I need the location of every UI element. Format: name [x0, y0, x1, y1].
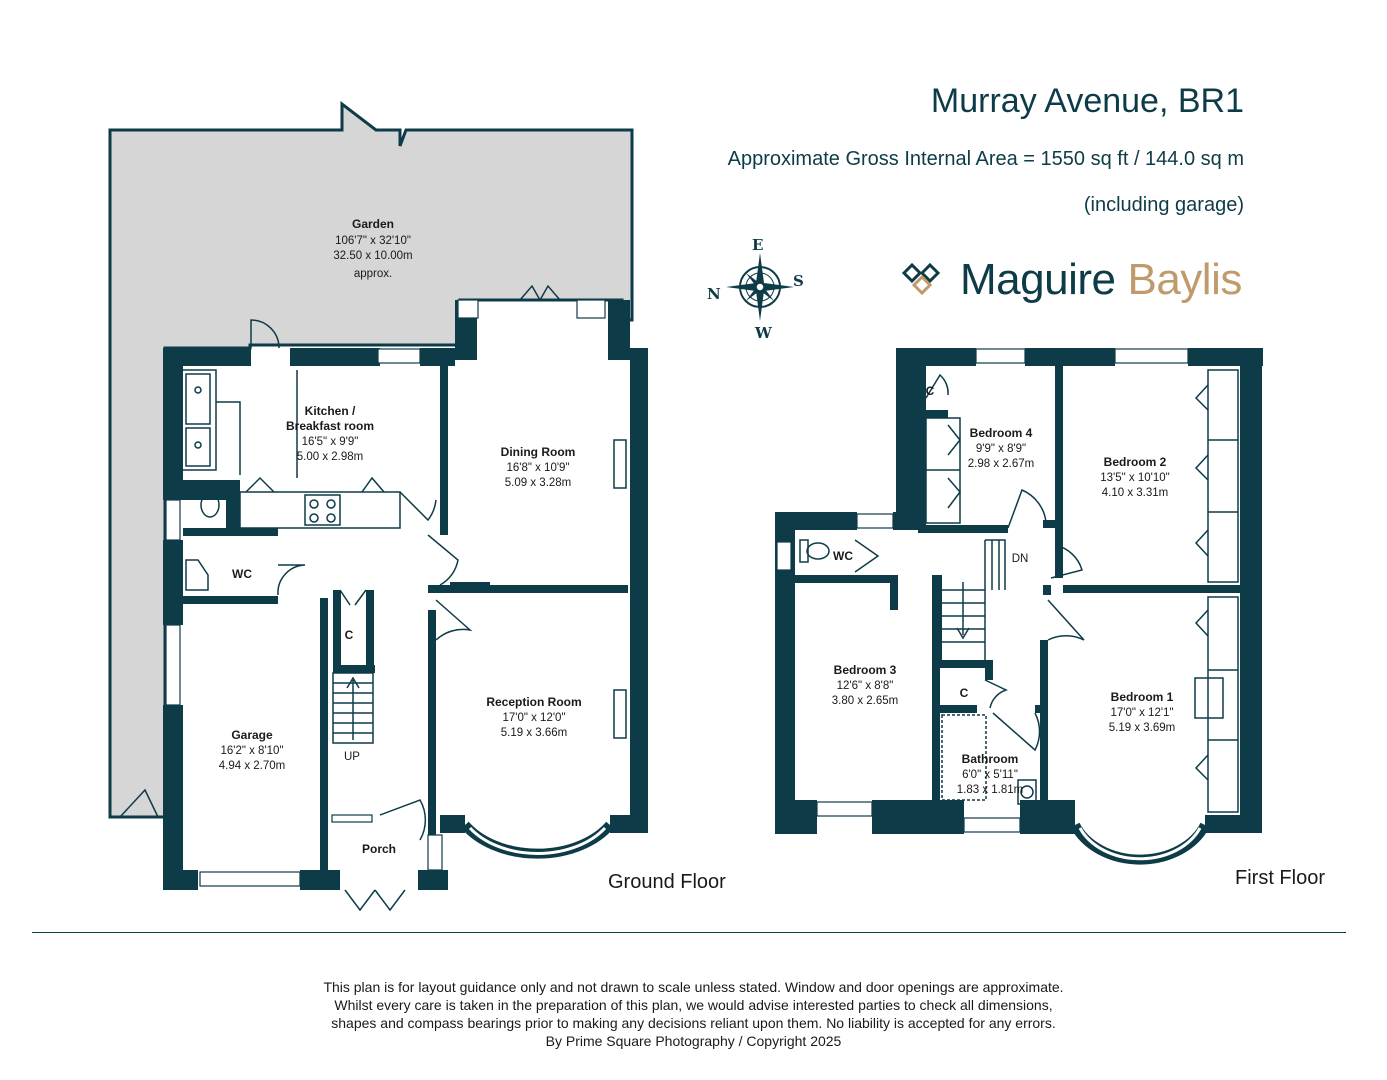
bedroom4-label: Bedroom 4 [970, 426, 1033, 440]
first-wc-label: WC [833, 549, 853, 563]
bedroom1-imperial: 17'0" x 12'1" [1110, 707, 1173, 719]
bedroom3-metric: 3.80 x 2.65m [832, 695, 898, 707]
first-floor-windows [776, 348, 1189, 833]
floor-plan: Garden 106'7" x 32'10" 32.50 x 10.00m ap… [108, 100, 1325, 912]
kitchen-label-line1: Kitchen / [305, 404, 356, 418]
garage-imperial: 16'2" x 8'10" [220, 745, 283, 757]
garden-note: approx. [354, 268, 392, 280]
ground-floor-doors [250, 284, 561, 912]
dining-label: Dining Room [501, 445, 576, 459]
first-floor-label: First Floor [1235, 867, 1325, 889]
ground-stairs-label: UP [344, 751, 360, 763]
compass-rose [726, 253, 794, 321]
reception-metric: 5.19 x 3.66m [501, 727, 567, 739]
ground-floor-label: Ground Floor [608, 871, 726, 893]
wardrobes [925, 369, 1239, 813]
bedroom3-label: Bedroom 3 [834, 663, 897, 677]
bedroom2-label: Bedroom 2 [1104, 455, 1167, 469]
bedroom2-imperial: 13'5" x 10'10" [1100, 472, 1169, 484]
kitchen-metric: 5.00 x 2.98m [297, 451, 363, 463]
brand-name-primary: Maguire [960, 255, 1116, 304]
bedroom2-metric: 4.10 x 3.31m [1102, 487, 1168, 499]
first-stairs-label: DN [1012, 553, 1029, 565]
ground-floor-walls [163, 300, 648, 890]
compass-east: E [752, 236, 763, 254]
first-cupboard-top-label: C [926, 384, 935, 398]
reception-label: Reception Room [486, 695, 581, 709]
disclaimer-line: shapes and compass bearings prior to mak… [331, 1015, 1056, 1031]
bedroom1-label: Bedroom 1 [1111, 690, 1174, 704]
dining-imperial: 16'8" x 10'9" [506, 462, 569, 474]
garden-gate [119, 788, 159, 818]
garden-imperial: 106'7" x 32'10" [335, 235, 411, 247]
garage-metric: 4.94 x 2.70m [219, 760, 285, 772]
ground-stairs [332, 672, 374, 744]
ground-wc-label: WC [232, 567, 252, 581]
bathroom-metric: 1.83 x 1.81m [957, 784, 1023, 796]
property-title: Murray Avenue, BR1 [930, 82, 1244, 120]
compass-south: S [793, 272, 804, 290]
bedroom4-imperial: 9'9" x 8'9" [976, 443, 1026, 455]
compass-west: W [754, 324, 773, 342]
bathroom-fittings [799, 539, 1037, 805]
disclaimer: This plan is for layout guidance only an… [0, 978, 1387, 1050]
garage-label: Garage [231, 728, 273, 742]
brand-diamond-icon [901, 262, 941, 296]
dining-metric: 5.09 x 3.28m [505, 477, 571, 489]
brand-name-secondary: Baylis [1127, 255, 1242, 304]
garden-metric: 32.50 x 10.00m [333, 250, 412, 262]
area-note: (including garage) [1083, 194, 1244, 216]
first-cupboard-landing-label: C [960, 686, 969, 700]
reception-fireplace [613, 689, 627, 739]
ground-wc-fittings [185, 485, 221, 591]
bedroom4-metric: 2.98 x 2.67m [968, 458, 1034, 470]
kitchen-imperial: 16'5" x 9'9" [302, 436, 359, 448]
first-floor-walls [775, 348, 1263, 834]
disclaimer-line: This plan is for layout guidance only an… [323, 979, 1064, 995]
bedroom3-imperial: 12'6" x 8'8" [837, 680, 894, 692]
kitchen-label-line2: Breakfast room [286, 419, 374, 433]
disclaimer-line: Whilst every care is taken in the prepar… [334, 997, 1053, 1013]
garden-area [108, 100, 634, 819]
porch-label: Porch [362, 842, 396, 856]
kitchen-fittings [183, 369, 401, 529]
bedroom1-metric: 5.19 x 3.69m [1109, 722, 1175, 734]
bathroom-imperial: 6'0" x 5'11" [962, 769, 1018, 781]
compass-north: N [707, 285, 721, 303]
first-floor-doors [854, 373, 1085, 752]
ground-cupboard-label: C [345, 628, 354, 642]
footer-divider [32, 932, 1346, 933]
reception-imperial: 17'0" x 12'0" [502, 712, 565, 724]
disclaimer-line: By Prime Square Photography / Copyright … [545, 1033, 842, 1049]
brand-logo: Maguire Baylis [900, 255, 1242, 305]
dining-fireplace [613, 439, 627, 489]
bathroom-label: Bathroom [962, 752, 1019, 766]
bedroom1-bay-window [1070, 822, 1210, 865]
ground-floor-windows [165, 299, 606, 887]
gross-internal-area: Approximate Gross Internal Area = 1550 s… [727, 148, 1244, 170]
garden-label: Garden [352, 217, 394, 231]
first-floor-stairs [942, 539, 1006, 660]
